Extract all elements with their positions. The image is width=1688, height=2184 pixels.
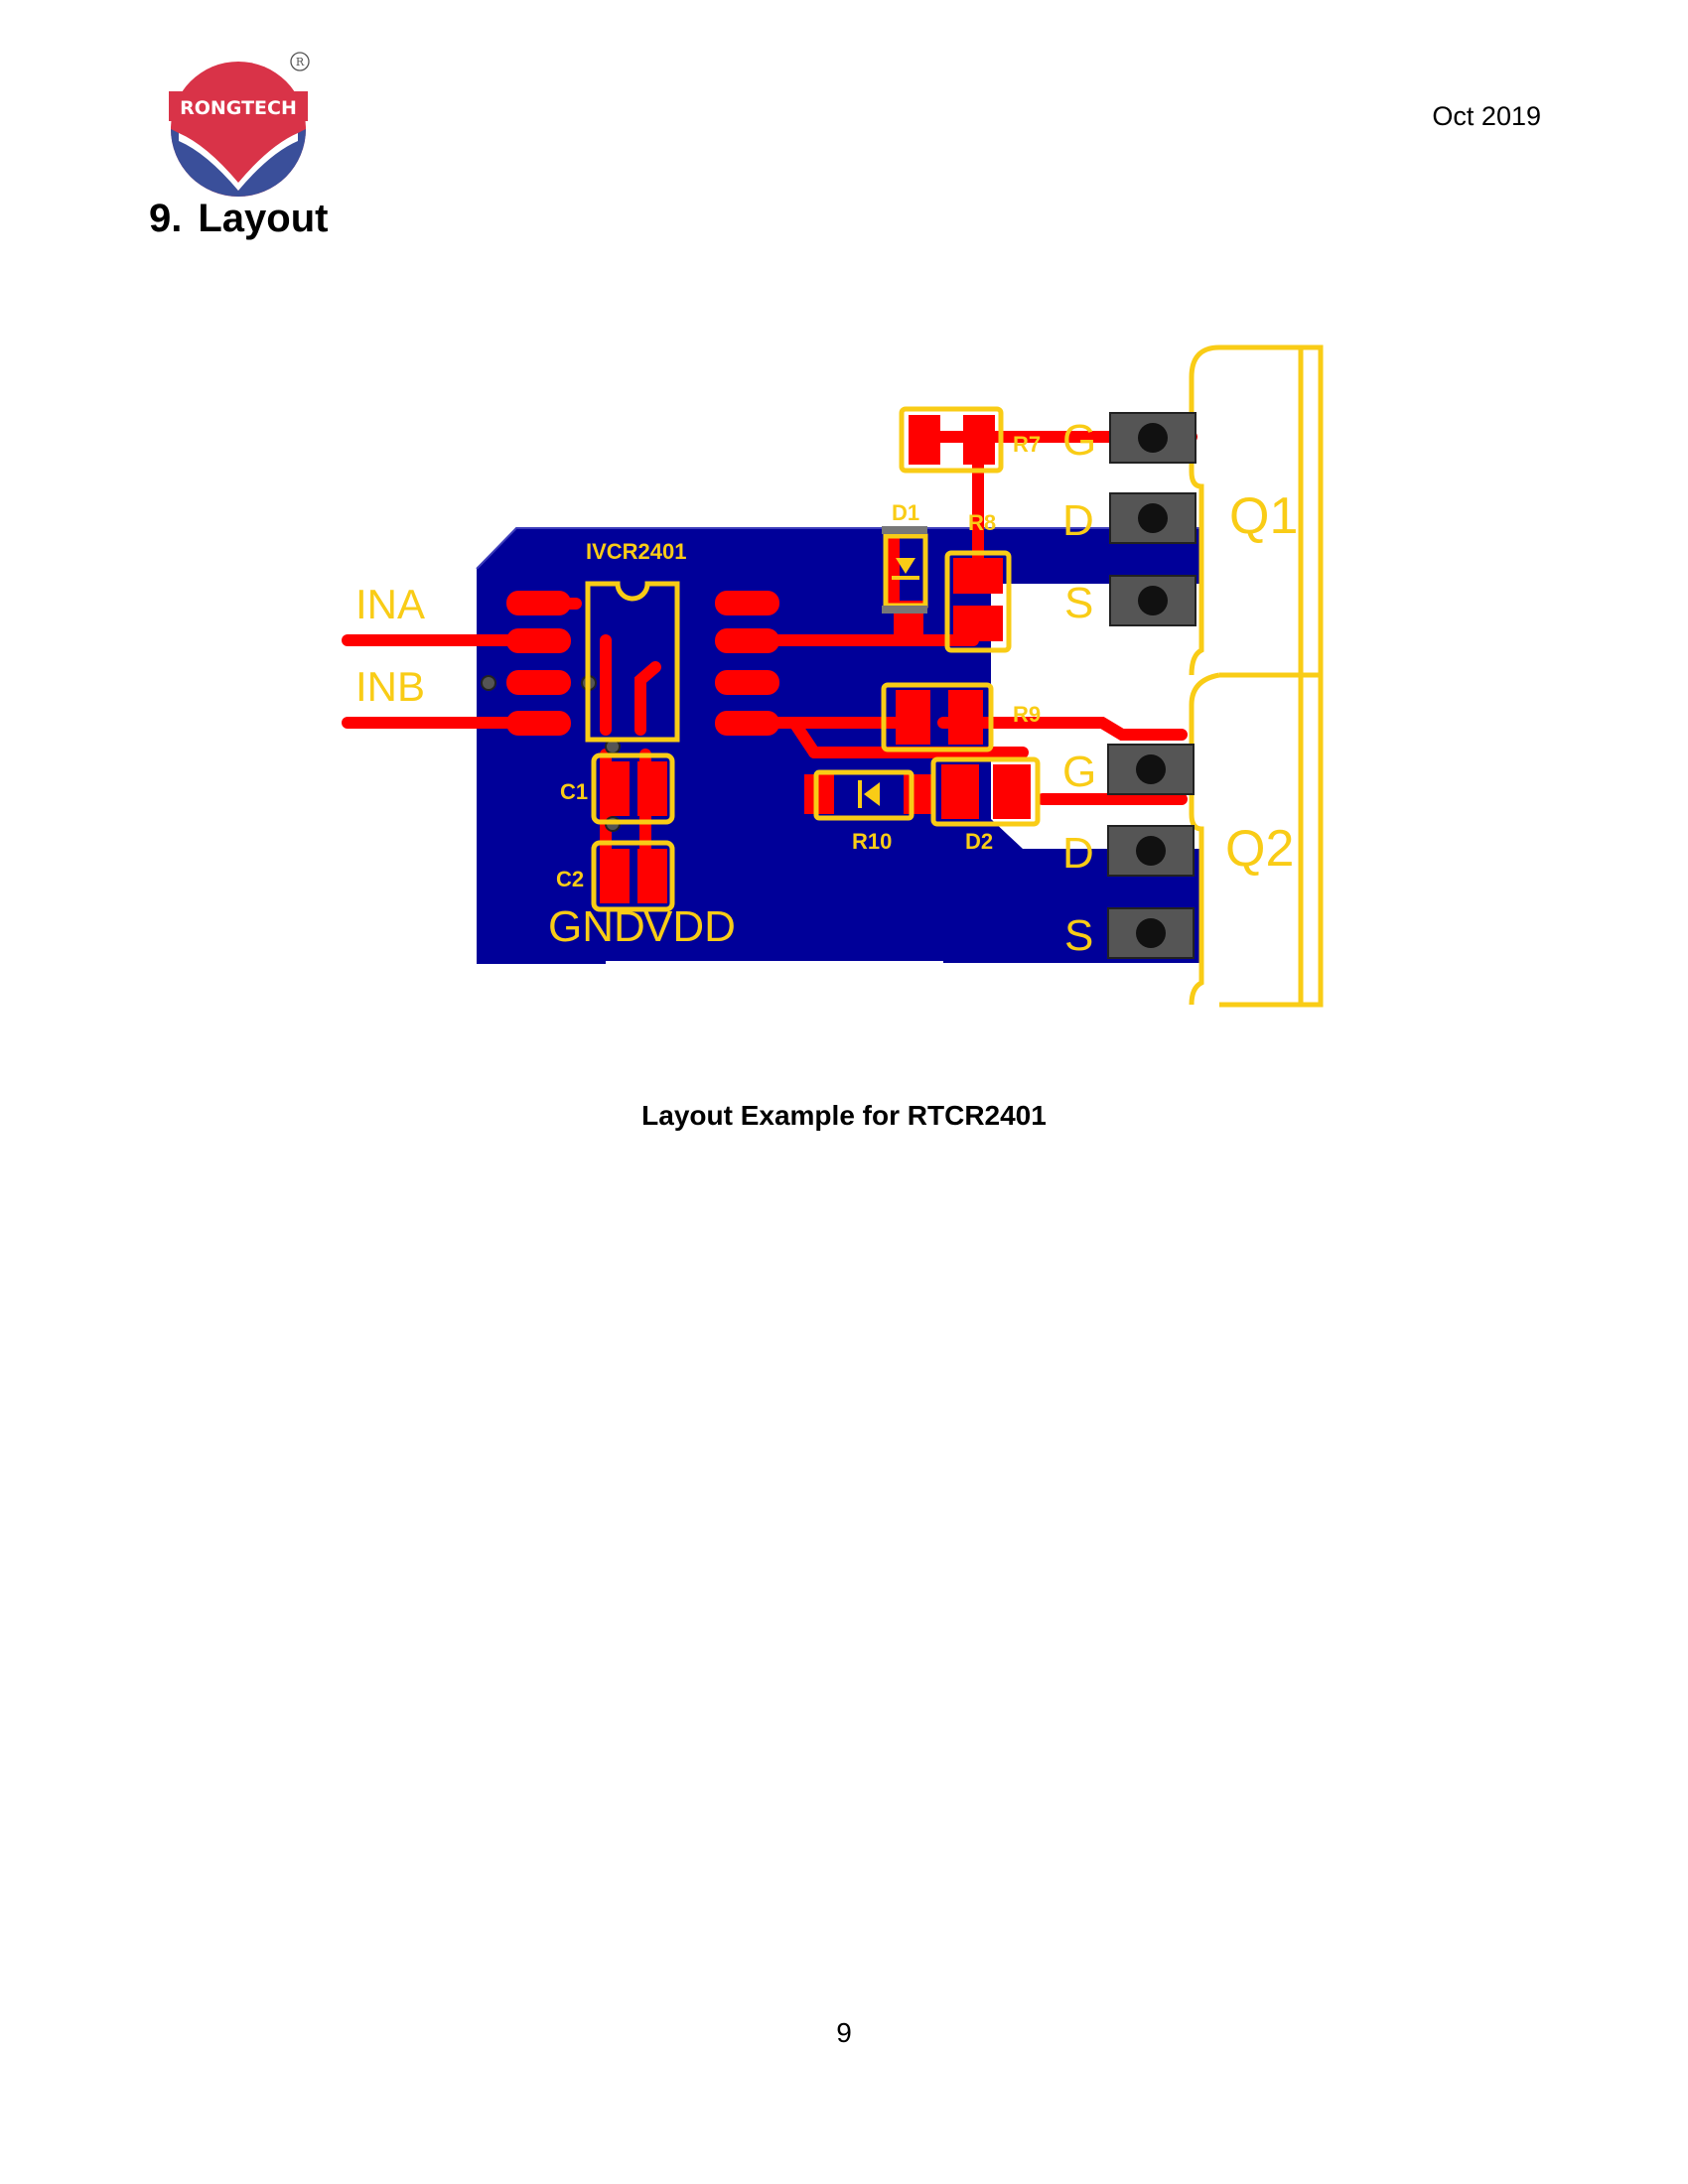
label-q2-g: G <box>1062 748 1096 796</box>
label-q1-s: S <box>1064 579 1093 627</box>
label-r10: R10 <box>852 829 892 854</box>
label-q2: Q2 <box>1225 820 1294 878</box>
label-r7: R7 <box>1013 432 1041 457</box>
label-r9: R9 <box>1013 702 1041 727</box>
page-number: 9 <box>836 2017 852 2048</box>
label-vdd: VDD <box>643 902 736 951</box>
logo-text: RONGTECH <box>180 97 297 119</box>
label-d1: D1 <box>892 500 919 525</box>
section-heading: 9. Layout <box>149 197 328 241</box>
label-ina: INA <box>355 581 425 627</box>
pcb-layout-figure: INA INB IVCR2401 C1 C2 GND VDD R7 R8 R9 … <box>328 338 1360 1032</box>
rongtech-logo: RONGTECH R <box>159 50 318 199</box>
label-q1-g: G <box>1062 416 1096 465</box>
document-date: Oct 2019 <box>1432 101 1541 131</box>
label-c1: C1 <box>560 779 588 804</box>
label-c2: C2 <box>556 867 584 891</box>
figure-caption: Layout Example for RTCR2401 <box>641 1100 1047 1131</box>
svg-text:R: R <box>296 56 305 68</box>
section-number: 9. <box>149 197 183 240</box>
label-gnd: GND <box>548 902 645 951</box>
label-ic: IVCR2401 <box>586 539 687 564</box>
section-title: Layout <box>198 197 329 240</box>
label-q1: Q1 <box>1229 487 1298 545</box>
label-r8: R8 <box>968 510 996 535</box>
label-q1-d: D <box>1062 496 1094 545</box>
label-inb: INB <box>355 663 425 710</box>
label-q2-d: D <box>1062 829 1094 878</box>
label-d2: D2 <box>965 829 993 854</box>
label-q2-s: S <box>1064 911 1093 960</box>
